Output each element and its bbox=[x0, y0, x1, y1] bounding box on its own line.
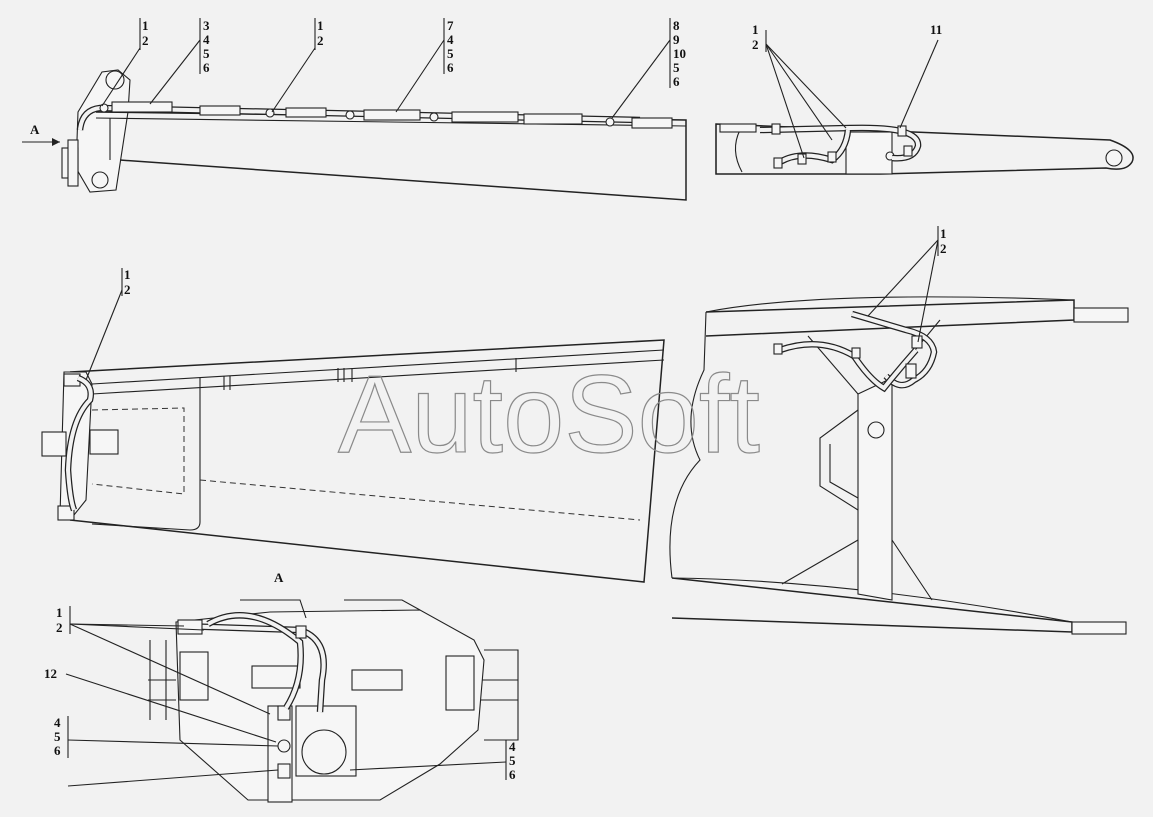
svg-text:1: 1 bbox=[142, 18, 149, 33]
svg-text:7: 7 bbox=[447, 18, 454, 33]
callout-1-2-b: 1 2 bbox=[271, 18, 324, 113]
middle-right-frame-view: 1 2 bbox=[669, 226, 1129, 635]
svg-text:2: 2 bbox=[317, 33, 324, 48]
junction-box bbox=[845, 131, 893, 175]
svg-text:6: 6 bbox=[673, 74, 680, 89]
callout-1-2-d: 1 2 bbox=[85, 267, 131, 381]
callout-4-5-6-right: 4 5 6 bbox=[349, 739, 516, 782]
svg-text:2: 2 bbox=[752, 37, 759, 52]
boom-top-edge bbox=[95, 117, 687, 127]
svg-text:2: 2 bbox=[940, 241, 947, 256]
hose-clamp-a bbox=[177, 619, 203, 635]
svg-text:2: 2 bbox=[56, 620, 63, 635]
connector-left bbox=[41, 431, 67, 457]
svg-text:6: 6 bbox=[509, 767, 516, 782]
upper-beam-tip bbox=[1073, 307, 1129, 323]
svg-text:2: 2 bbox=[142, 33, 149, 48]
svg-text:6: 6 bbox=[447, 60, 454, 75]
callout-1-2-f: 1 2 bbox=[56, 605, 271, 715]
ticks-on-rail bbox=[223, 358, 517, 390]
svg-text:5: 5 bbox=[447, 46, 454, 61]
callout-11: 11 bbox=[899, 22, 942, 129]
lower-beam-tip bbox=[1071, 621, 1127, 635]
boom-body-outline bbox=[69, 339, 665, 583]
post-bracket bbox=[819, 409, 859, 511]
svg-text:6: 6 bbox=[203, 60, 210, 75]
post-pin bbox=[867, 421, 885, 439]
svg-text:11: 11 bbox=[930, 22, 942, 37]
callout-1-2-c: 1 2 bbox=[752, 22, 847, 159]
socket-face bbox=[301, 729, 347, 775]
fitting-bracket bbox=[267, 705, 293, 803]
svg-text:4: 4 bbox=[203, 32, 210, 47]
vertical-post bbox=[857, 377, 893, 601]
svg-text:1: 1 bbox=[317, 18, 324, 33]
view-a: A 1 2 bbox=[44, 570, 519, 803]
boom-end-eye bbox=[1105, 149, 1123, 167]
brace-left bbox=[781, 539, 859, 585]
top-right-boom-view: 1 2 11 bbox=[715, 22, 1134, 175]
svg-text:1: 1 bbox=[752, 22, 759, 37]
svg-text:9: 9 bbox=[673, 32, 680, 47]
hidden-bottom-line bbox=[199, 479, 641, 521]
plate-right bbox=[445, 655, 475, 711]
svg-text:10: 10 bbox=[673, 46, 686, 61]
rail-right bbox=[484, 649, 519, 741]
upper-beam bbox=[705, 299, 1075, 337]
pin-hole-top bbox=[105, 70, 125, 90]
hidden-contour bbox=[91, 407, 185, 495]
connector-right bbox=[89, 429, 119, 455]
svg-text:4: 4 bbox=[447, 32, 454, 47]
svg-text:8: 8 bbox=[673, 18, 680, 33]
svg-text:5: 5 bbox=[673, 60, 680, 75]
pin-hole-bottom bbox=[91, 171, 109, 189]
callout-7-4-5-6: 7 4 5 6 bbox=[395, 18, 454, 113]
callout-1-2-e: 1 2 bbox=[867, 226, 947, 343]
hose-clamps bbox=[99, 101, 673, 129]
view-arrow-head bbox=[52, 138, 60, 146]
boom-end-outline bbox=[715, 123, 1134, 175]
frame-fittings bbox=[773, 335, 923, 379]
svg-text:1: 1 bbox=[124, 267, 131, 282]
view-a-title: A bbox=[274, 570, 284, 585]
view-arrow-label: A bbox=[30, 122, 40, 137]
svg-text:4: 4 bbox=[509, 739, 516, 754]
slot-1 bbox=[251, 665, 301, 689]
side-panel bbox=[91, 378, 201, 531]
top-bump-left bbox=[240, 599, 307, 619]
svg-text:4: 4 bbox=[54, 715, 61, 730]
svg-text:6: 6 bbox=[54, 743, 61, 758]
view-a-body bbox=[175, 609, 485, 801]
break-curve bbox=[734, 129, 743, 173]
hose-fittings bbox=[771, 123, 913, 169]
callout-8-9-10-5-6: 8 9 10 5 6 bbox=[611, 18, 686, 119]
callout-3-4-5-6: 3 4 5 6 bbox=[149, 18, 210, 105]
middle-left-boom-view: 1 2 bbox=[41, 267, 665, 583]
watermark: AutoSoft bbox=[338, 353, 760, 476]
brace-right bbox=[891, 539, 933, 601]
svg-text:1: 1 bbox=[56, 605, 63, 620]
callout-12: 12 bbox=[44, 666, 277, 743]
callout-1-2-a: 1 2 bbox=[101, 18, 149, 107]
top-left-boom-view: A 1 2 bbox=[22, 18, 687, 201]
connector-plate bbox=[67, 139, 79, 187]
callout-4-5-6-left: 4 5 6 bbox=[54, 715, 279, 787]
svg-text:1: 1 bbox=[940, 226, 947, 241]
boom-top-rail bbox=[91, 349, 665, 385]
svg-text:5: 5 bbox=[509, 753, 516, 768]
svg-text:12: 12 bbox=[44, 666, 57, 681]
svg-text:5: 5 bbox=[203, 46, 210, 61]
break-contour bbox=[669, 311, 707, 579]
slot-2 bbox=[351, 669, 403, 691]
svg-text:3: 3 bbox=[203, 18, 210, 33]
svg-text:5: 5 bbox=[54, 729, 61, 744]
plate-left bbox=[179, 651, 209, 701]
svg-text:2: 2 bbox=[124, 282, 131, 297]
